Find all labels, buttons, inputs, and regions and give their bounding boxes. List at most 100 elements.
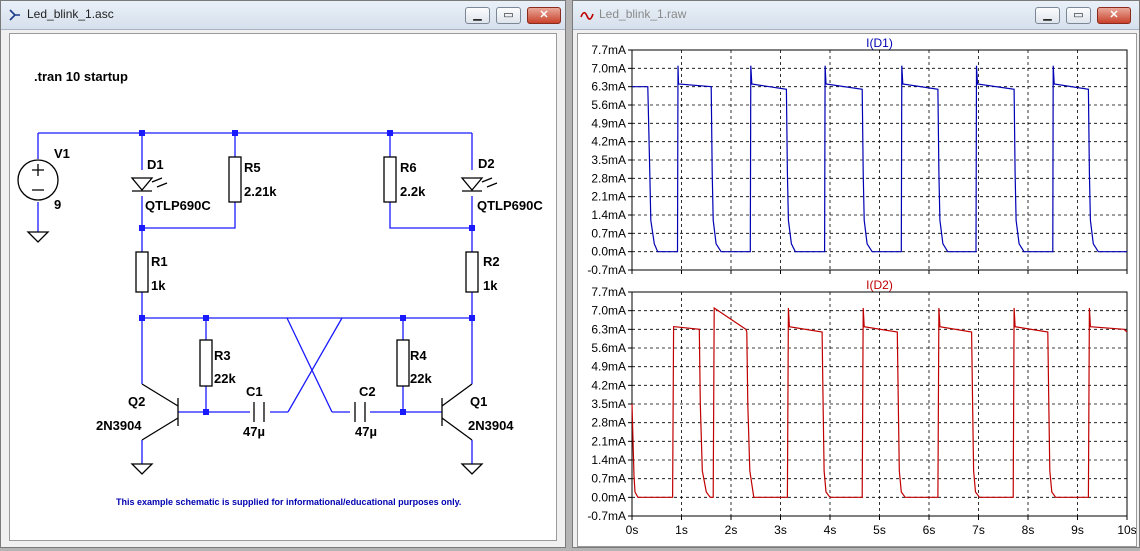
r5-value: 2.21k [244,184,277,199]
schematic-titlebar[interactable]: Led_blink_1.asc ▁ ▭ ✕ [1,1,565,30]
y-tick-label: 0.7mA [591,226,626,240]
close-button[interactable]: ✕ [527,7,561,24]
minimize-button[interactable]: ▁ [1035,7,1060,24]
y-tick-label: 7.0mA [591,304,626,318]
y-tick-label: 4.9mA [591,360,626,374]
q2-value: 2N3904 [96,418,142,433]
y-tick-label: 2.1mA [591,434,626,448]
capacitor-c2 [354,402,366,422]
minimize-button[interactable]: ▁ [465,7,490,24]
y-tick-label: 2.1mA [591,190,626,204]
r3-value: 22k [214,371,236,386]
x-tick-label: 7s [972,523,985,537]
y-tick-label: 1.4mA [591,208,626,222]
y-tick-label: 3.5mA [591,153,626,167]
y-tick-label: 0.0mA [591,245,626,259]
c2-ref: C2 [359,384,376,399]
disclaimer-note: This example schematic is supplied for i… [116,497,461,507]
schematic-svg: .tran 10 startup V1 9 D1 QTLP690C R5 2.2… [17,69,543,507]
waveform-titlebar[interactable]: Led_blink_1.raw ▁ ▭ ✕ [573,1,1139,30]
capacitor-c1 [253,402,265,422]
y-tick-label: -0.7mA [587,263,626,277]
resistor-r5 [228,156,242,203]
led-d2[interactable] [460,177,498,192]
waveform-plots[interactable]: I(D1) 7.7mA 7.0mA 6.3mA 5.6mA 4.9mA 4.2mA 3.5mA… [578,34,1136,546]
q1-value: 2N3904 [468,418,514,433]
r4-ref: R4 [410,348,427,363]
y-tick-label: 0.7mA [591,472,626,486]
c2-value: 47µ [355,424,377,439]
waveform-icon [580,11,594,20]
capacitors [253,402,366,422]
waveform-window[interactable]: Led_blink_1.raw ▁ ▭ ✕ I(D1) 7.7mA 7.0mA 6.3… [572,0,1140,548]
y-tick-label: 4.2mA [591,135,626,149]
v1-ref: V1 [54,146,70,161]
y-tick-label: 5.6mA [591,341,626,355]
spice-directive[interactable]: .tran 10 startup [34,69,128,84]
transistor-q1 [441,383,473,441]
voltage-source-v1[interactable] [17,159,59,201]
x-tick-label: 9s [1071,523,1084,537]
close-icon: ✕ [1109,9,1119,21]
minimize-icon: ▁ [473,9,482,21]
junctions [139,130,475,415]
y-tick-label: 7.7mA [591,285,626,299]
resistor-r1 [135,251,149,293]
x-tick-label: 3s [774,523,787,537]
q2-ref: Q2 [128,394,145,409]
x-tick-label: 1s [675,523,688,537]
r2-value: 1k [483,278,498,293]
y-tick-label: 3.5mA [591,397,626,411]
schematic-canvas[interactable]: .tran 10 startup V1 9 D1 QTLP690C R5 2.2… [9,33,557,541]
transistors [141,383,473,441]
y-tick-label: -0.7mA [587,509,626,523]
y-tick-label: 6.3mA [591,322,626,336]
d2-value: QTLP690C [477,198,543,213]
transistor-q2 [141,383,179,441]
r2-ref: R2 [483,254,500,269]
led-d1[interactable] [130,177,168,192]
close-button[interactable]: ✕ [1097,7,1131,24]
v1-value: 9 [54,197,61,212]
wires [37,132,473,464]
maximize-button[interactable]: ▭ [1066,7,1091,24]
series-line-2 [631,306,1128,498]
r6-ref: R6 [400,160,417,175]
maximize-button[interactable]: ▭ [496,7,521,24]
maximize-icon: ▭ [503,9,514,21]
x-tick-label: 5s [873,523,886,537]
plot-title-2: I(D2) [866,278,893,292]
y-tick-label: 4.2mA [591,378,626,392]
y-tick-label: 5.6mA [591,98,626,112]
d1-ref: D1 [147,157,164,172]
r1-ref: R1 [151,254,168,269]
schematic-window[interactable]: Led_blink_1.asc ▁ ▭ ✕ [0,0,566,548]
resistor-r4 [396,339,410,387]
x-tick-label: 4s [824,523,837,537]
q1-ref: Q1 [470,394,487,409]
y-tick-label: 6.3mA [591,80,626,94]
y-tick-label: 7.0mA [591,61,626,75]
r5-ref: R5 [244,160,261,175]
close-icon: ✕ [539,9,549,21]
waveform-canvas[interactable]: I(D1) 7.7mA 7.0mA 6.3mA 5.6mA 4.9mA 4.2mA 3.5mA… [577,33,1137,547]
waveform-window-title: Led_blink_1.raw [599,7,687,21]
resistor-r6 [383,156,397,203]
x-tick-label: 2s [725,523,738,537]
series-line-1 [632,65,1127,253]
r6-value: 2.2k [400,184,426,199]
x-tick-label: 8s [1022,523,1035,537]
c1-value: 47µ [243,424,265,439]
plot-title-1: I(D1) [866,36,893,50]
x-tick-label: 10s [1117,523,1136,537]
y-tick-label: 0.0mA [591,490,626,504]
y-tick-label: 2.8mA [591,416,626,430]
schematic-window-title: Led_blink_1.asc [27,7,114,21]
y-tick-label: 4.9mA [591,116,626,130]
resistors [135,156,479,387]
r3-ref: R3 [214,348,231,363]
d2-ref: D2 [478,156,495,171]
resistor-r3 [199,339,213,387]
ground-symbols [26,231,484,475]
c1-ref: C1 [246,384,263,399]
